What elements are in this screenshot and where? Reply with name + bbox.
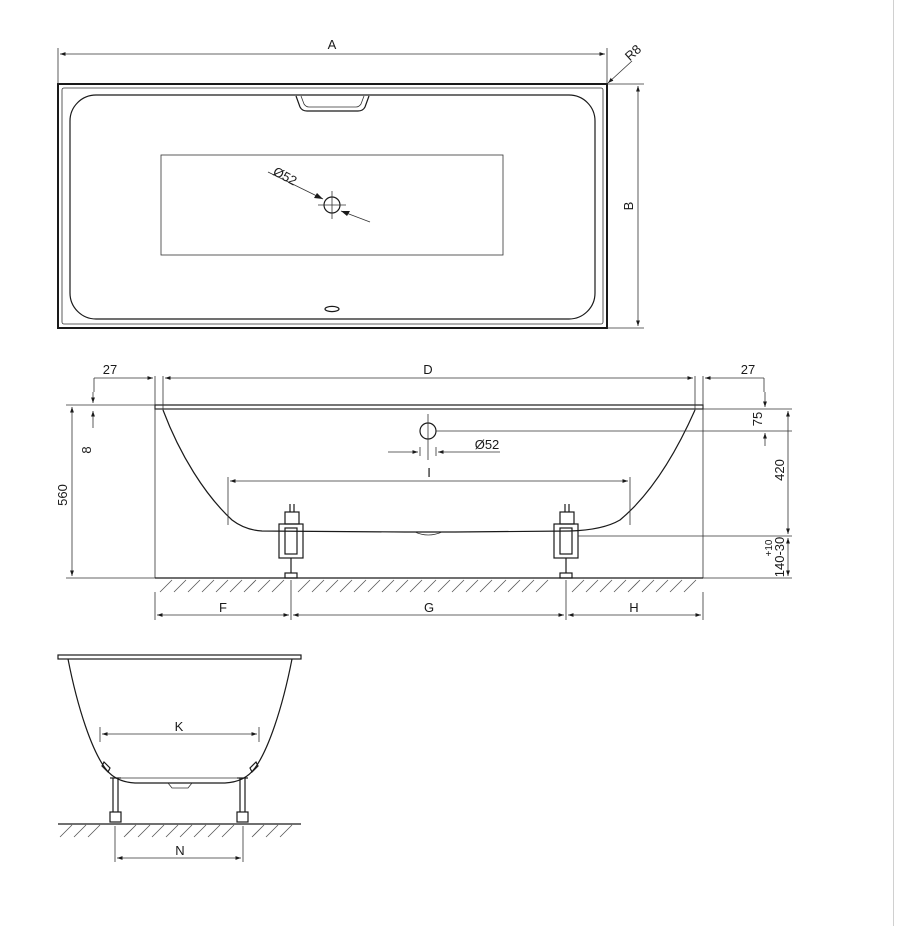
dim-tol-plus-label: +10 — [764, 539, 775, 556]
tub-inner-rim — [61, 87, 604, 325]
dim-k-label: K — [175, 719, 184, 734]
dim-i-label: I — [427, 465, 431, 480]
dim-a-label: A — [328, 37, 337, 52]
grip-handle-inner — [300, 95, 365, 108]
support-leg-left — [278, 504, 304, 579]
dim-f-label: F — [219, 600, 227, 615]
drain-front — [167, 782, 193, 789]
dim-b-label: B — [621, 202, 636, 211]
tub-rim-front — [57, 654, 302, 660]
dim-8-label: 8 — [79, 446, 94, 453]
tub-basin-profile — [162, 409, 696, 533]
tub-rim-side — [154, 404, 704, 410]
overflow-outlet — [324, 305, 340, 313]
support-leg-right — [553, 504, 579, 579]
dim-d52-side-label: Ø52 — [475, 437, 500, 452]
dim-560-label: 560 — [55, 484, 70, 506]
dim-h-label: H — [629, 600, 638, 615]
dim-75-label: 75 — [750, 412, 765, 426]
page-edge-divider — [893, 0, 894, 926]
side-view: 27 D 27 8 560 Ø52 I 75 4 — [55, 362, 792, 620]
dim-right27-label: 27 — [741, 362, 755, 377]
dim-n-label: N — [175, 843, 184, 858]
dim-tol-minus-label: 140-30 — [772, 537, 787, 577]
dim-420-label: 420 — [772, 459, 787, 481]
drain-sump — [414, 531, 443, 536]
floor-hatching-front — [59, 824, 293, 838]
top-view: Ø52 A R8 B — [57, 37, 644, 329]
support-leg-front-left — [101, 760, 122, 823]
front-view: K N — [57, 654, 302, 862]
dim-left27-label: 27 — [103, 362, 117, 377]
tub-basin-front — [67, 658, 293, 784]
dim-r8-leader — [607, 60, 633, 84]
floor-hatching-side — [159, 579, 697, 593]
dim-d-label: D — [423, 362, 432, 377]
dim-r8-label: R8 — [622, 42, 644, 64]
tub-basin-outline — [69, 94, 596, 320]
grip-handle — [295, 95, 370, 112]
tub-outer-rim — [57, 83, 608, 329]
tub-floor-area — [160, 154, 504, 256]
support-leg-front-right — [236, 760, 259, 823]
dim-g-label: G — [424, 600, 434, 615]
dim-d52-top-label: Ø52 — [271, 164, 300, 189]
